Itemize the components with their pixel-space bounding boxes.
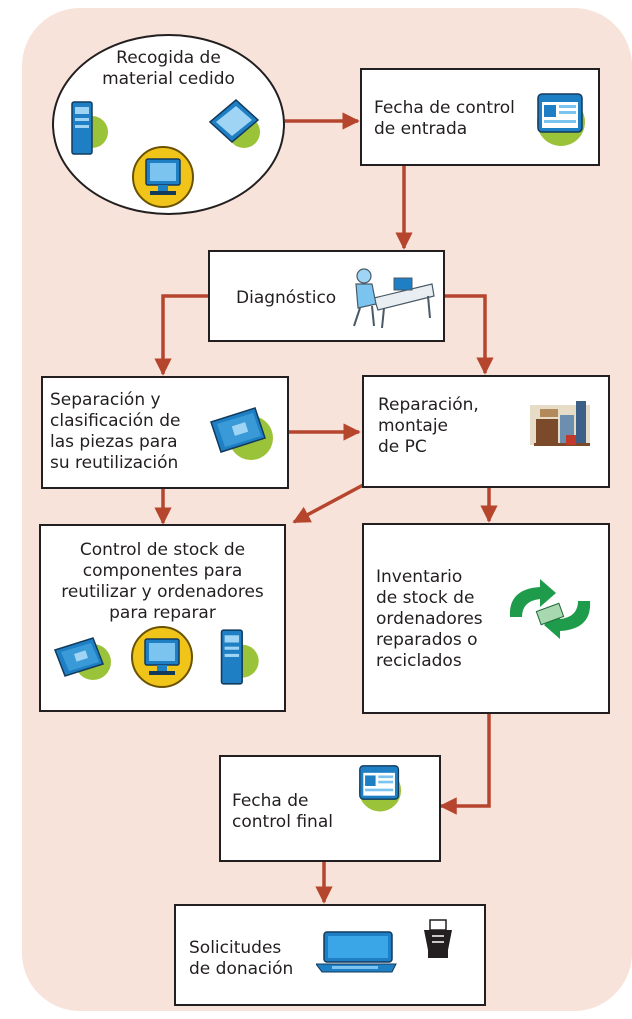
window-icon (537, 93, 585, 146)
node-label: Inventario de stock de ordenadores repar… (376, 567, 483, 671)
node-label: Fecha de control final (232, 791, 333, 832)
node-control-stock: Control de stock de componentes para reu… (39, 524, 286, 712)
arrow-diagnostico-to-separacion (154, 294, 208, 376)
node-label: Recogida de material cedido (102, 48, 235, 89)
arrow-inventario-to-fecha-final (439, 714, 491, 815)
chip-icon (210, 407, 273, 460)
window-icon (358, 765, 402, 812)
monitor-icon (131, 626, 193, 688)
node-fecha-control-final: Fecha de control final (219, 755, 441, 862)
server-tower-icon (220, 629, 259, 685)
laptop-icon (316, 931, 397, 973)
node-separacion-clasificacion: Separación y clasificación de las piezas… (41, 376, 289, 489)
monitor-icon (132, 146, 194, 208)
arrow-reparacion-to-control-stock (292, 482, 366, 524)
arrow-diagnostico-to-reparacion (445, 294, 494, 375)
node-diagnostico: Diagnóstico (208, 250, 445, 342)
node-label: Diagnóstico (236, 288, 337, 308)
node-reparacion-montaje: Reparación, montaje de PC (362, 375, 610, 488)
workshop-icon (530, 401, 590, 446)
printer-icon (424, 919, 452, 958)
node-solicitudes-donacion: Solicitudes de donación (174, 904, 486, 1006)
node-inventario-stock: Inventario de stock de ordenadores repar… (362, 523, 610, 714)
node-recogida-material: Recogida de material cedido (52, 34, 285, 215)
technician-icon (353, 268, 435, 329)
server-tower-icon (71, 101, 108, 155)
node-label: Reparación, montaje de PC (378, 395, 479, 457)
node-label: Control de stock de componentes para reu… (61, 540, 264, 623)
recycle-icon (509, 579, 591, 639)
node-label: Fecha de control de entrada (374, 98, 515, 139)
scanner-icon (208, 99, 260, 148)
chip-icon (54, 637, 111, 680)
node-fecha-control-entrada: Fecha de control de entrada (360, 68, 600, 166)
node-label: Separación y clasificación de las piezas… (50, 390, 181, 473)
node-label: Solicitudes de donación (189, 938, 294, 979)
